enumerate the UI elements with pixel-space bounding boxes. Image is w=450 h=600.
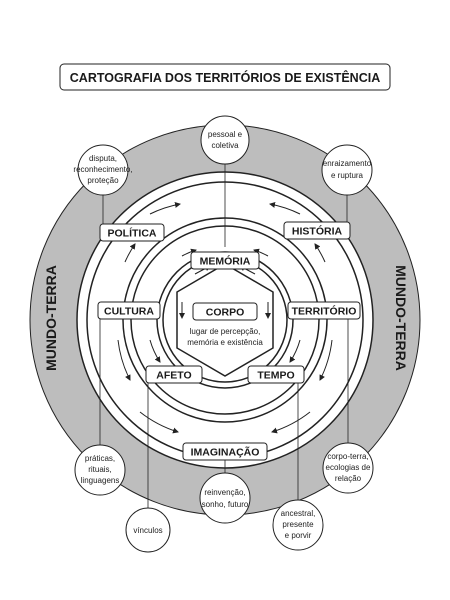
bubble-bottom-right-line3: e porvir [285,531,312,540]
bubble-top-left-line2: reconhecimento, [73,165,132,174]
label-cultura: CULTURA [97,301,161,320]
center-subtitle-line2: memória e existência [187,338,263,347]
bubble-bottom-left-line1: vínculos [133,526,162,535]
bubble-top-right: enraizamento e ruptura [321,144,373,196]
bubble-bottom-right: ancestral, presente e porvir [272,499,324,551]
label-imaginacao-text: IMAGINAÇÃO [191,446,260,459]
label-afeto-text: AFETO [156,370,191,382]
bubble-right: corpo-terra, ecologias de relação [322,442,374,494]
bubble-top-left-line1: disputa, [89,154,117,163]
bubble-left: práticas, rituais, linguagens [74,444,126,496]
bubble-bottom-center-line2: sonho, futuro [202,500,249,509]
bubble-bottom-right-line1: ancestral, [281,509,316,518]
bubble-bottom-center: reinvenção, sonho, futuro [199,472,251,524]
label-territorio: TERRITÓRIO [287,301,361,320]
center-subtitle-line1: lugar de percepção, [190,327,261,336]
outer-ring-arrows [117,201,333,434]
world-label-left: MUNDO-TERRA [43,265,59,371]
label-tempo-text: TEMPO [257,370,294,382]
bubble-top: pessoal e coletiva [200,115,250,165]
bubble-top-right-line1: enraizamento [323,159,372,168]
diagram-title: CARTOGRAFIA DOS TERRITÓRIOS DE EXISTÊNCI… [70,70,380,85]
bubble-right-line2: ecologias de [326,463,371,472]
label-tempo: TEMPO [247,365,305,384]
label-historia-text: HISTÓRIA [292,225,343,238]
title-box [59,63,391,91]
label-politica-text: POLÍTICA [108,227,157,240]
bubble-top-line2: coletiva [211,141,239,150]
bubble-top-left-line3: proteção [87,176,119,185]
label-afeto: AFETO [145,365,203,384]
bubble-left-line3: linguagens [81,476,120,485]
middle-ring-arrows [149,248,301,363]
bubble-bottom-center-line1: reinvenção, [204,488,245,497]
bubble-right-line3: relação [335,474,362,483]
bubble-left-line1: práticas, [85,454,115,463]
label-historia: HISTÓRIA [283,221,351,240]
bubble-left-line2: rituais, [88,465,112,474]
center-label: CORPO lugar de percepção, memória e exis… [187,302,263,347]
bubble-right-line1: corpo-terra, [327,452,368,461]
connector-lines [99,163,349,512]
bubble-bottom-left: vínculos [125,507,171,553]
label-cultura-text: CULTURA [104,306,154,318]
bubble-top-line1: pessoal e [208,130,243,139]
bubble-top-right-line2: e ruptura [331,171,364,180]
label-imaginacao: IMAGINAÇÃO [182,442,268,461]
world-label-right: MUNDO-TERRA [393,265,409,371]
label-memoria-text: MEMÓRIA [200,255,251,268]
label-memoria: MEMÓRIA [190,251,260,270]
bubble-top-left: disputa, reconhecimento, proteção [73,144,133,196]
bubble-bottom-right-line2: presente [282,520,314,529]
label-territorio-text: TERRITÓRIO [292,305,357,318]
center-title: CORPO [206,307,245,319]
label-politica: POLÍTICA [99,223,165,242]
